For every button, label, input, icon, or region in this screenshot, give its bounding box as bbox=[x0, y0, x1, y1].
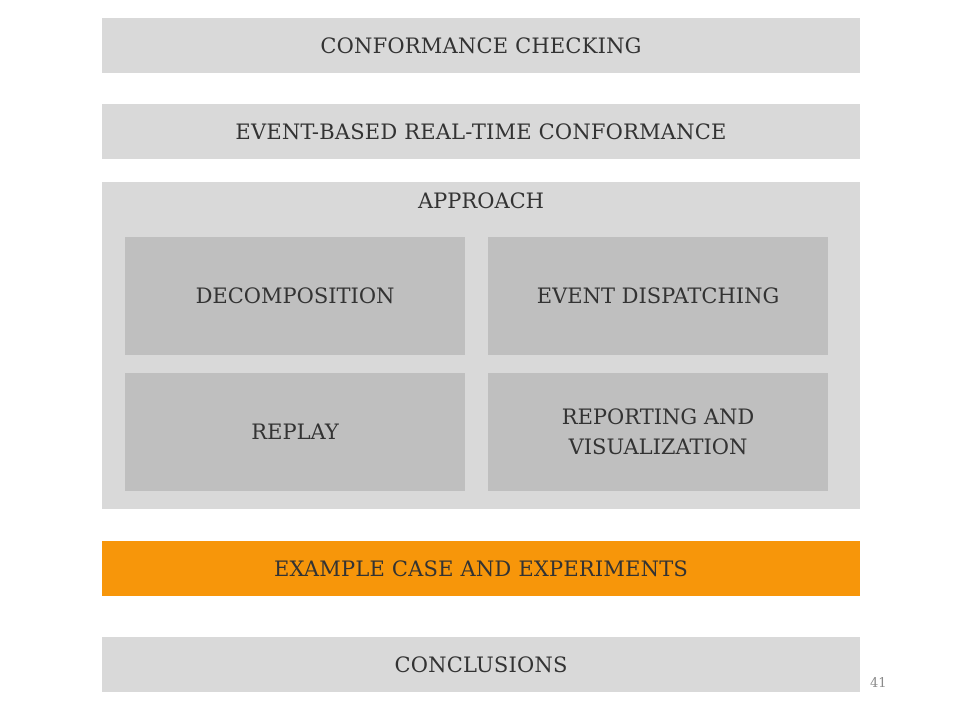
subsection-label: REPLAY bbox=[251, 420, 339, 444]
approach-title: APPROACH bbox=[418, 189, 544, 213]
subsection-replay: REPLAY bbox=[125, 373, 465, 491]
subsection-event-dispatching: EVENT DISPATCHING bbox=[488, 237, 828, 355]
subsection-reporting-and-visualization: REPORTING AND VISUALIZATION bbox=[488, 373, 828, 491]
section-conclusions: CONCLUSIONS bbox=[102, 637, 860, 692]
section-label: EXAMPLE CASE AND EXPERIMENTS bbox=[273, 556, 688, 581]
subsection-label: EVENT DISPATCHING bbox=[536, 284, 780, 308]
section-event-based-real-time-conformance: EVENT-BASED REAL-TIME CONFORMANCE bbox=[102, 104, 860, 159]
subsection-decomposition: DECOMPOSITION bbox=[125, 237, 465, 355]
section-conformance-checking: CONFORMANCE CHECKING bbox=[102, 18, 860, 73]
section-label: CONFORMANCE CHECKING bbox=[320, 33, 642, 58]
page-number: 41 bbox=[870, 676, 887, 691]
section-approach: APPROACH DECOMPOSITION EVENT DISPATCHING… bbox=[102, 182, 860, 509]
subsection-label: REPORTING AND VISUALIZATION bbox=[561, 405, 755, 459]
subsection-label: DECOMPOSITION bbox=[195, 284, 395, 308]
section-label: CONCLUSIONS bbox=[394, 652, 568, 677]
section-label: EVENT-BASED REAL-TIME CONFORMANCE bbox=[235, 119, 727, 144]
section-example-case-and-experiments: EXAMPLE CASE AND EXPERIMENTS bbox=[102, 541, 860, 596]
